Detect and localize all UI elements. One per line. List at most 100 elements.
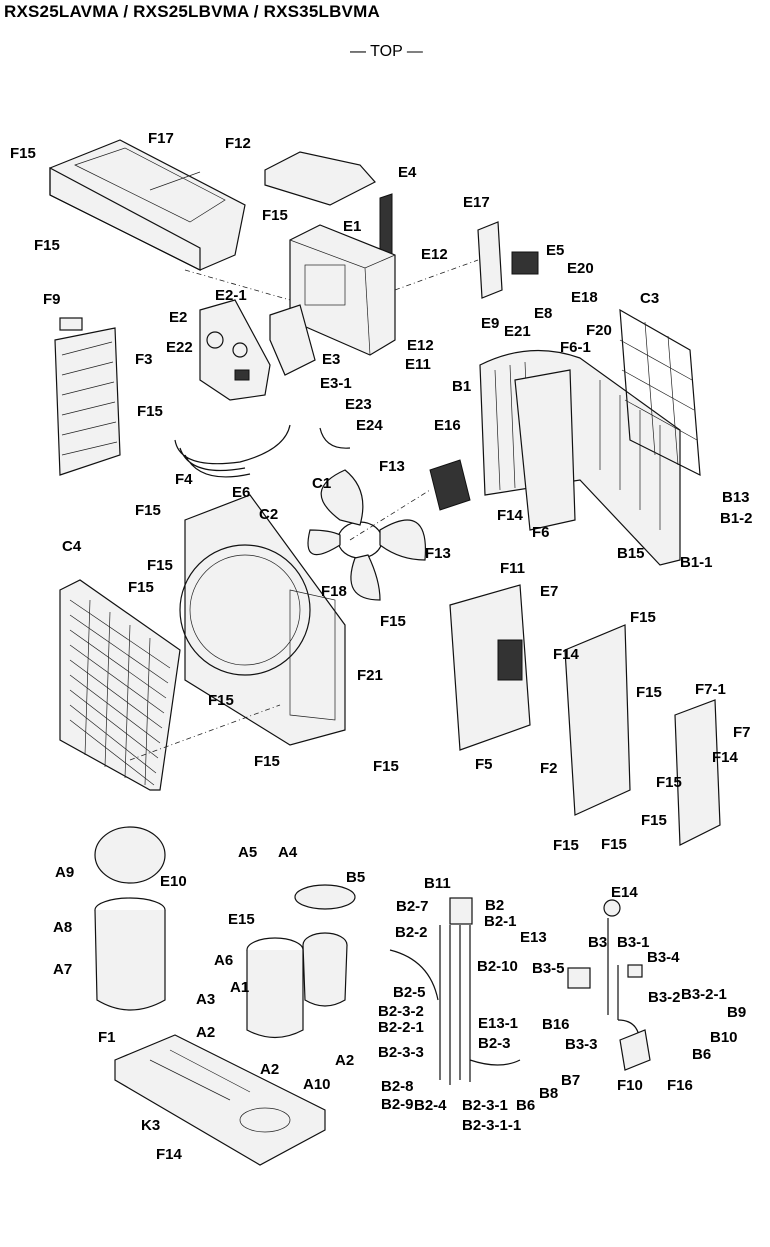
part-label: F9 [43, 291, 61, 308]
part-label: E13 [520, 929, 547, 946]
part-label: F15 [147, 557, 173, 574]
part-label: B2-3 [478, 1035, 511, 1052]
part-label: C2 [259, 506, 279, 523]
page-title: RXS25LAVMA / RXS25LBVMA / RXS35LBVMA [4, 2, 380, 21]
part-label: C1 [312, 475, 332, 492]
part-label: F14 [712, 749, 738, 766]
part-label: C4 [62, 538, 82, 555]
part-label: F15 [373, 758, 399, 775]
part-label: B10 [710, 1029, 738, 1046]
part-label: F15 [254, 753, 280, 770]
part-label: E2 [169, 309, 188, 326]
part-label: F13 [379, 458, 405, 475]
part-label: E8 [534, 305, 553, 322]
part-label: E3-1 [320, 375, 352, 392]
part-label: B3 [588, 934, 608, 951]
part-label: F2 [540, 760, 558, 777]
part-label: F7-1 [695, 681, 726, 698]
lead-wire-drawing [319, 427, 351, 449]
part-label: B3-3 [565, 1036, 598, 1053]
part-label: F15 [135, 502, 161, 519]
part-label: B11 [424, 875, 451, 892]
accumulator-drawing [294, 884, 356, 910]
part-label: B15 [617, 545, 645, 562]
part-label: A1 [230, 979, 250, 996]
part-label: B2-3-1 [462, 1097, 508, 1114]
top-panel-drawing [49, 139, 246, 271]
part-label: F13 [425, 545, 451, 562]
part-label: A2 [260, 1061, 280, 1078]
part-label: B1-2 [720, 510, 753, 527]
part-label: F15 [380, 613, 406, 630]
part-label: F10 [617, 1077, 643, 1094]
part-label: F15 [636, 684, 662, 701]
part-label: B2-4 [414, 1097, 447, 1114]
part-label: F16 [667, 1077, 693, 1094]
part-label: B3-1 [617, 934, 650, 951]
part-label: A3 [196, 991, 216, 1008]
part-label: E21 [504, 323, 531, 340]
part-label: K3 [141, 1117, 161, 1134]
insulation-top-drawing [94, 826, 166, 884]
part-label: E17 [463, 194, 490, 211]
part-label: B7 [561, 1072, 581, 1089]
part-label: B1 [452, 378, 472, 395]
fan-motor-drawing [429, 459, 471, 511]
part-label: E14 [611, 884, 638, 901]
part-label: B2-8 [381, 1078, 414, 1095]
terminal-block-drawing [511, 251, 539, 275]
part-label: B2-3-1-1 [462, 1117, 522, 1134]
right-side-plate-drawing [449, 584, 531, 751]
part-label: F15 [656, 774, 682, 791]
part-label: E10 [160, 873, 187, 890]
part-label: E9 [481, 315, 500, 332]
reactor-board-drawing [269, 304, 316, 376]
part-label: F14 [156, 1146, 182, 1163]
part-label: F7 [733, 724, 751, 741]
stop-valve-cover-drawing [674, 699, 721, 846]
part-label: F12 [225, 135, 251, 152]
part-label: A5 [238, 844, 258, 861]
part-label: B6 [516, 1097, 536, 1114]
part-label: A6 [214, 952, 234, 969]
part-label: F6-1 [560, 339, 591, 356]
part-label: B1-1 [680, 554, 713, 571]
part-label: F15 [208, 692, 234, 709]
part-label: F14 [497, 507, 523, 524]
page-subtitle: — TOP — [350, 43, 423, 60]
part-label: F15 [262, 207, 288, 224]
part-label: B2-3-3 [378, 1044, 424, 1061]
part-label: F15 [630, 609, 656, 626]
part-label: F1 [98, 1029, 116, 1046]
part-label: F3 [135, 351, 153, 368]
piping-drawing [389, 897, 521, 1085]
part-label: B6 [692, 1046, 712, 1063]
part-label: B3-4 [647, 949, 680, 966]
part-label: A10 [303, 1076, 331, 1093]
wire-guard-drawing [619, 308, 701, 477]
part-label: E11 [405, 356, 431, 373]
part-label: B2-9 [381, 1096, 414, 1113]
part-label: C3 [640, 290, 660, 307]
terminal-cover-drawing [477, 221, 503, 299]
part-label: B3-2 [648, 989, 681, 1006]
part-label: B16 [542, 1016, 570, 1033]
part-label: E24 [356, 417, 383, 434]
partition-plate-drawing [514, 369, 576, 531]
part-label: F6 [532, 524, 550, 541]
part-label: E6 [232, 484, 251, 501]
part-label: F15 [34, 237, 60, 254]
side-plate-drawing [564, 624, 631, 816]
part-label: F14 [553, 646, 579, 663]
part-label: E23 [345, 396, 372, 413]
part-label: B2-2 [395, 924, 428, 941]
discharge-grille-drawing [59, 579, 181, 791]
part-label: B5 [346, 869, 366, 886]
part-label: F11 [500, 560, 526, 577]
part-label: E22 [166, 339, 193, 356]
part-label: F21 [357, 667, 383, 684]
part-label: E16 [434, 417, 461, 434]
part-label: F17 [148, 130, 174, 147]
part-label: B2-10 [477, 958, 518, 975]
part-label: F20 [586, 322, 612, 339]
